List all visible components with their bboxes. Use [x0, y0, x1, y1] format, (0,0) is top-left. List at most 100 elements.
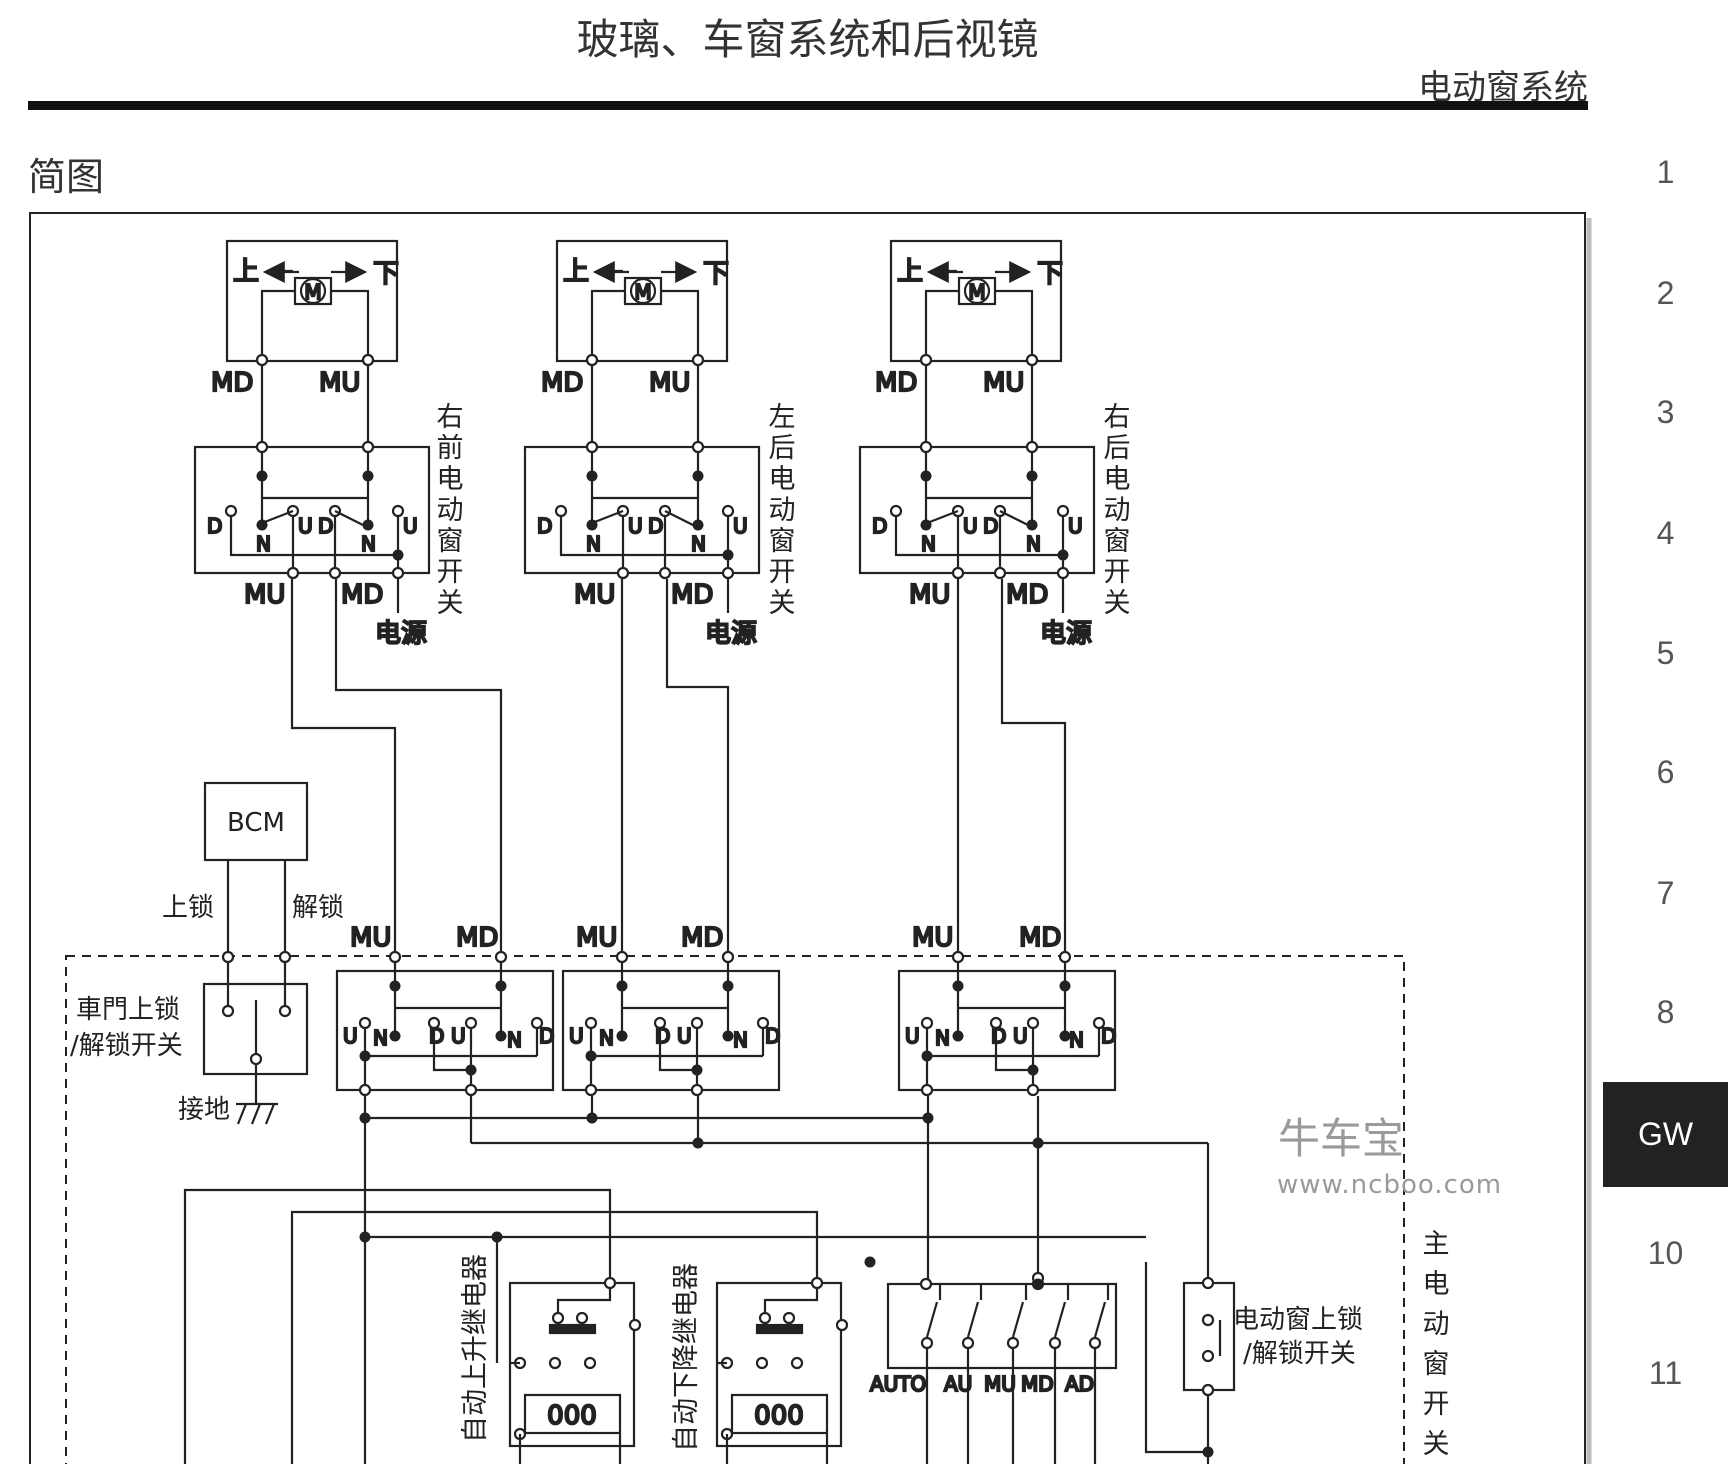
tab-10[interactable]: 10: [1647, 1235, 1684, 1271]
junction: [1032, 1278, 1044, 1290]
tab-4[interactable]: 4: [1656, 515, 1675, 551]
pin-mu-label: MU: [649, 368, 690, 398]
tab-1[interactable]: 1: [1656, 154, 1675, 190]
terminal: [585, 440, 599, 454]
motor-symbol: M: [634, 280, 651, 304]
pin-n: N: [507, 1028, 522, 1052]
tab-11[interactable]: 11: [1648, 1355, 1683, 1391]
terminal: [919, 440, 933, 454]
main-switch-label-char: 主: [1423, 1229, 1450, 1260]
ground-hatch: [264, 1103, 276, 1125]
terminal: [835, 1318, 849, 1332]
pin-u: U: [905, 1024, 920, 1048]
pin-u: U: [1013, 1024, 1028, 1048]
pin-n: N: [733, 1028, 748, 1052]
terminal: [584, 1016, 598, 1030]
switch-label-3-char: 电: [1104, 464, 1131, 495]
pin-u: U: [403, 514, 418, 538]
pin-md-label: MD: [456, 923, 498, 953]
terminal: [1201, 1313, 1215, 1327]
pin-u: U: [963, 514, 978, 538]
terminal: [690, 1016, 704, 1030]
motor-box: [225, 239, 399, 363]
switch-contact: [1053, 1301, 1067, 1338]
terminal: [755, 1356, 769, 1370]
terminal: [782, 1311, 796, 1325]
motor-up-label: 上: [897, 257, 923, 287]
switch-contact: [1011, 1301, 1025, 1338]
pin-d: D: [429, 1024, 444, 1048]
terminal: [1056, 504, 1070, 518]
ground-hatch: [250, 1103, 262, 1125]
terminal: [920, 1016, 934, 1030]
switch-label-2-char: 开: [769, 557, 796, 588]
main-switch-boundary: [65, 955, 1405, 1464]
tab-2[interactable]: 2: [1656, 275, 1675, 311]
door-lock-switch-label-2: /解锁开关: [70, 1031, 183, 1061]
terminal: [278, 1004, 292, 1018]
tab-6[interactable]: 6: [1656, 754, 1675, 790]
tab-5[interactable]: 5: [1656, 635, 1675, 671]
switch-label-3-char: 窗: [1104, 526, 1131, 557]
motor-box: [555, 239, 729, 363]
tab-8[interactable]: 8: [1656, 994, 1675, 1030]
switch-label-2-char: 关: [769, 588, 796, 619]
wire: [894, 517, 1065, 557]
wire: [994, 1029, 1033, 1072]
tab-3[interactable]: 3: [1656, 394, 1675, 430]
wire: [556, 1289, 612, 1320]
terminal: [221, 950, 235, 964]
tab-gw[interactable]: GW: [1603, 1082, 1728, 1187]
switch-label-1-char: 窗: [437, 526, 464, 557]
terminal: [1201, 1383, 1215, 1397]
watermark-brand: 牛车宝: [1278, 1114, 1404, 1163]
motor-down-label: 下: [703, 259, 729, 289]
diagram-frame: [29, 212, 1586, 1464]
pin-md-label: MD: [671, 580, 713, 610]
watermark-url: www.ncboo.com: [1277, 1170, 1502, 1200]
pin-mu-label: MU: [574, 580, 615, 610]
terminal: [1026, 1083, 1040, 1097]
pin-d: D: [991, 1024, 1006, 1048]
switch-label-1-char: 关: [437, 588, 464, 619]
tab-7[interactable]: 7: [1656, 875, 1675, 911]
pin-u: U: [677, 1024, 692, 1048]
motor-icon: [629, 277, 657, 305]
terminal: [1088, 1336, 1102, 1350]
relay-contact-bar: [755, 1323, 804, 1335]
pin-mu-label: MU: [983, 368, 1024, 398]
terminal: [494, 950, 508, 964]
wire: [334, 579, 503, 957]
terminal: [278, 950, 292, 964]
motor-down-label: 下: [373, 259, 399, 289]
terminal: [951, 950, 965, 964]
md-label: MD: [1021, 1372, 1054, 1396]
terminal: [575, 1311, 589, 1325]
switch-label-3-char: 右: [1104, 402, 1131, 433]
pin-d: D: [207, 514, 222, 538]
pin-d: D: [537, 514, 552, 538]
terminal: [1025, 440, 1039, 454]
mu-label: MU: [984, 1372, 1016, 1396]
terminal: [255, 353, 269, 367]
motor-up-label: 上: [563, 257, 589, 287]
pin-mu-label: MU: [909, 580, 950, 610]
terminal: [756, 1016, 770, 1030]
motor-symbol: M: [304, 280, 321, 304]
pin-d: D: [872, 514, 887, 538]
switch-box: [858, 445, 1096, 575]
pin-n: N: [586, 532, 601, 556]
auto-down-relay: 000: [715, 1276, 849, 1464]
terminal: [1026, 1016, 1040, 1030]
pin-n: N: [361, 532, 376, 556]
switch-label-2-char: 后: [769, 433, 796, 464]
pin-d: D: [765, 1024, 780, 1048]
terminal: [721, 950, 735, 964]
pin-mu-label: MU: [244, 580, 285, 610]
